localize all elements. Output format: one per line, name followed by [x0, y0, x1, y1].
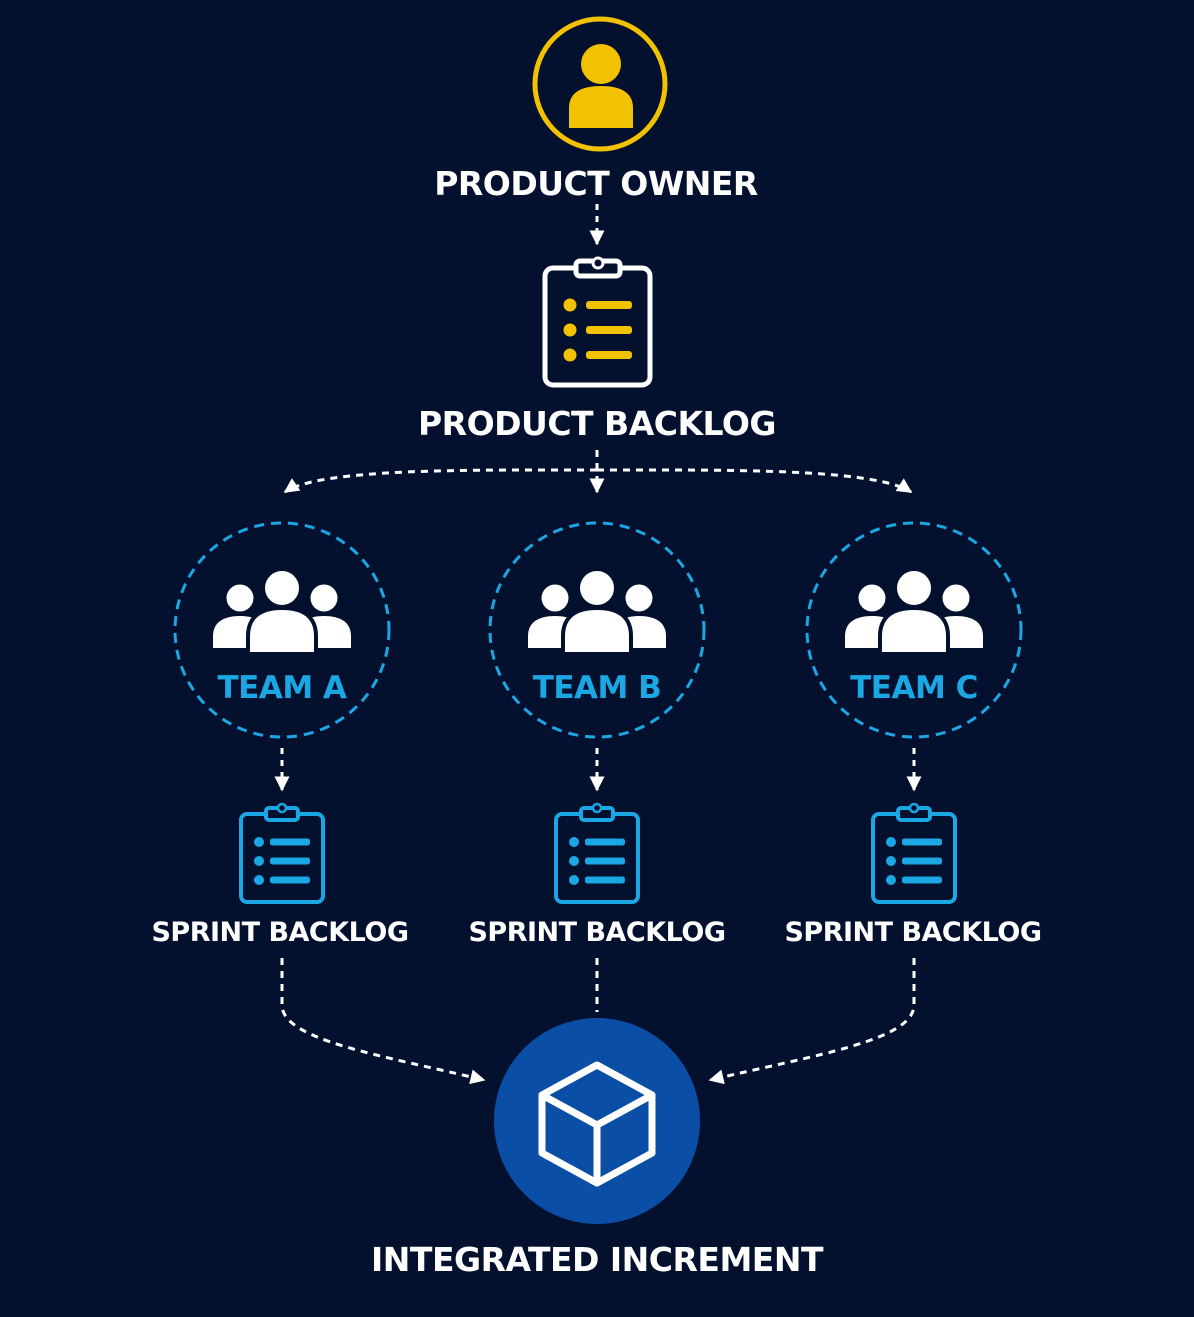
team-b-label: TEAM B — [532, 670, 662, 706]
team-c-node — [805, 521, 1023, 904]
product-owner-node — [532, 16, 668, 152]
person-icon — [569, 44, 633, 128]
team-b-node — [488, 521, 706, 904]
team-a-label: TEAM A — [217, 670, 347, 706]
group-icon — [845, 567, 983, 656]
clipboard-list-icon — [554, 802, 640, 904]
product-backlog-label: PRODUCT BACKLOG — [417, 404, 777, 443]
sprint-backlog-c-label: SPRINT BACKLOG — [784, 917, 1042, 948]
sprint-backlog-b-label: SPRINT BACKLOG — [468, 917, 726, 948]
team-c-label: TEAM C — [850, 670, 978, 706]
group-icon — [213, 567, 351, 656]
clipboard-list-icon — [239, 802, 325, 904]
clipboard-list-icon — [871, 802, 957, 904]
integrated-increment-label: INTEGRATED INCREMENT — [371, 1240, 823, 1279]
cube-icon — [538, 1061, 656, 1187]
merge-connectors — [280, 958, 916, 1085]
clipboard-list-icon — [542, 256, 653, 388]
integrated-increment-node — [494, 1018, 700, 1224]
fan-out-connectors — [283, 450, 913, 494]
group-icon — [528, 567, 666, 656]
product-owner-label: PRODUCT OWNER — [434, 164, 758, 203]
team-a-node — [173, 521, 391, 904]
sprint-backlog-a-label: SPRINT BACKLOG — [151, 917, 409, 948]
